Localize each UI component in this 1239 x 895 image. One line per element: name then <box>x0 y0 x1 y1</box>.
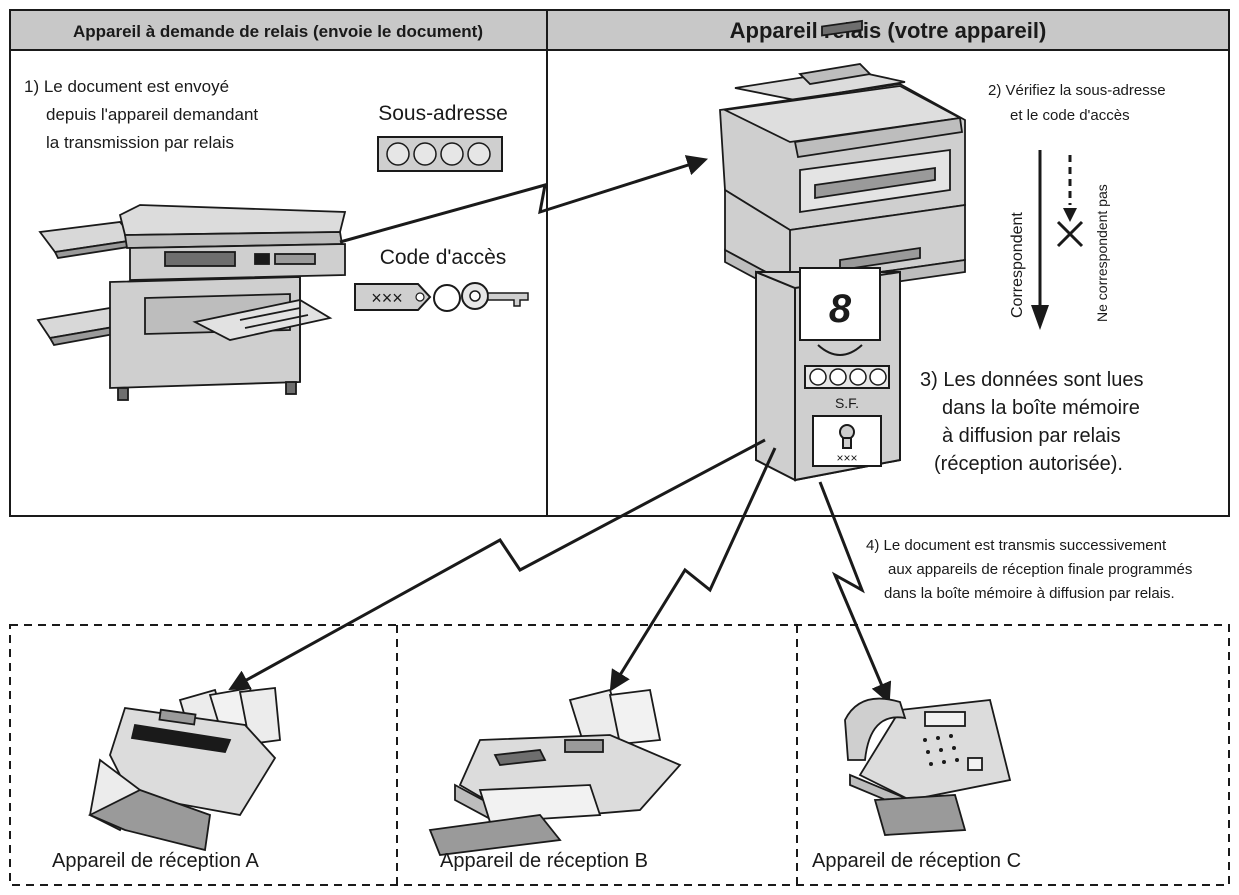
relay-to-a-line <box>228 438 766 691</box>
step3-line-3: à diffusion par relais <box>942 425 1121 447</box>
step2-line-2: et le code d'accès <box>1010 107 1130 124</box>
key-icon <box>433 282 529 312</box>
send-to-relay-line <box>339 155 709 244</box>
relay-memory-box: 8 S.F. ××× <box>755 267 901 482</box>
step2-text: 2) Vérifiez la sous-adresse et le code d… <box>988 82 1166 124</box>
receiver-b-label: Appareil de réception B <box>440 850 648 872</box>
access-code-tag-text: ××× <box>371 288 403 308</box>
fax-c-icon <box>844 697 1012 836</box>
header-left-title: Appareil à demande de relais (envoie le … <box>73 22 483 41</box>
header-right-title: Appareil relais (votre appareil) <box>730 18 1047 43</box>
access-code-group: Code d'accès ××× <box>354 246 529 312</box>
step1-line-1: 1) Le document est envoyé <box>24 77 229 96</box>
relay-to-c-line <box>818 481 892 704</box>
step2-line-1: 2) Vérifiez la sous-adresse <box>988 82 1166 99</box>
step4-line-3: dans la boîte mémoire à diffusion par re… <box>884 585 1175 602</box>
document-sheet <box>799 267 881 341</box>
step4-line-1: 4) Le document est transmis successiveme… <box>866 537 1167 554</box>
header-band <box>9 9 1230 51</box>
handset-icon <box>844 697 907 761</box>
step1-text: 1) Le document est envoyé depuis l'appar… <box>24 77 258 152</box>
sub-address-digit-3 <box>440 142 464 166</box>
receiver-c-label: Appareil de réception C <box>812 850 1021 872</box>
sub-address-digit-4 <box>467 142 491 166</box>
sub-address-digit-2 <box>413 142 437 166</box>
step1-line-2: depuis l'appareil demandant <box>46 105 258 124</box>
step3-text: 3) Les données sont lues dans la boîte m… <box>920 369 1144 475</box>
fax-a-icon <box>87 686 281 852</box>
relay-to-b-line <box>609 447 777 692</box>
sub-address-group: Sous-adresse <box>377 102 508 172</box>
sub-address-digit-1 <box>386 142 410 166</box>
step3-line-4: (réception autorisée). <box>934 453 1123 475</box>
access-code-label: Code d'accès <box>380 246 507 269</box>
document-symbol: 8 <box>829 287 852 331</box>
fax-b-icon <box>428 688 682 856</box>
step4-text: 4) Le document est transmis successiveme… <box>866 537 1192 602</box>
access-code-tag <box>354 283 432 311</box>
match-label: Correspondent <box>1009 212 1026 318</box>
step1-line-3: la transmission par relais <box>46 133 234 152</box>
step4-line-2: aux appareils de réception finale progra… <box>888 561 1192 578</box>
nomatch-x-icon <box>1056 220 1084 248</box>
transmission-lines <box>228 155 892 704</box>
box-sf-label: S.F. <box>835 395 859 411</box>
keyhole-icon <box>839 424 855 449</box>
nomatch-label: Ne correspondent pas <box>1094 184 1110 322</box>
verification-arrows: Correspondent Ne correspondent pas <box>1009 150 1110 330</box>
sub-address-label: Sous-adresse <box>378 102 508 125</box>
box-sub-address <box>804 365 890 389</box>
receiver-a-label: Appareil de réception A <box>52 850 259 872</box>
step3-line-2: dans la boîte mémoire <box>942 397 1140 419</box>
requesting-copier-icon <box>36 204 347 401</box>
receiver-labels: Appareil de réception A Appareil de réce… <box>52 850 1021 872</box>
receivers-panel <box>9 624 1230 886</box>
step3-line-1: 3) Les données sont lues <box>920 369 1144 391</box>
box-code-label: ××× <box>836 451 857 465</box>
